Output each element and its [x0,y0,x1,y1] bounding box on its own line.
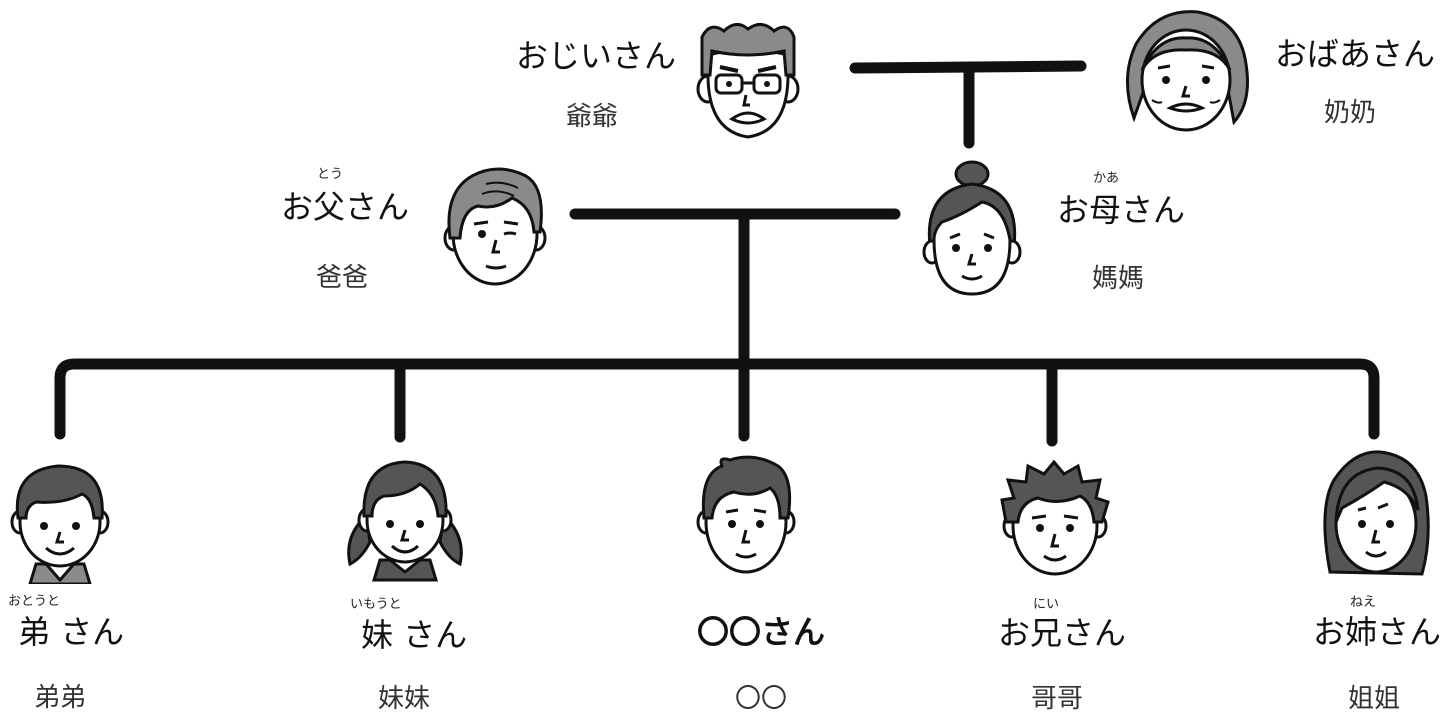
older-brother-ruby: にい [1033,597,1060,612]
older-sister-face-icon [1323,450,1430,576]
mother-chinese: 媽媽 [1092,264,1145,294]
younger-brother-chinese: 弟弟 [34,683,87,713]
mother-face-icon [922,160,1022,296]
younger-sister-name: 妹 さん [361,616,468,654]
older-brother-face-icon [1000,460,1110,576]
mother-name: お母さん [1057,191,1186,229]
father-name: お父さん [281,188,410,226]
grandmother-face-icon [1125,10,1249,132]
grandfather-face-icon [696,23,800,139]
father-face-icon [443,167,547,286]
older-sister-chinese: 姐姐 [1348,684,1401,714]
self-name: 〇〇さん [697,613,826,651]
younger-brother-ruby: おとうと [8,594,61,609]
younger-brother-face-icon [10,464,110,584]
self-face-icon [696,455,796,574]
younger-sister-chinese: 妹妹 [378,684,431,714]
self-chinese: 〇〇 [735,684,788,714]
grandfather-name: おじいさん [516,37,677,75]
grandfather-chinese: 爺爺 [566,102,619,132]
father-ruby: とう [317,167,344,182]
older-brother-chinese: 哥哥 [1031,684,1084,714]
children-connector [54,358,1380,440]
younger-sister-ruby: いもうと [350,597,402,612]
older-sister-name: お姉さん [1313,613,1442,651]
older-sister-ruby: ねえ [1350,595,1377,610]
grandmother-name: おばあさん [1275,35,1436,73]
younger-brother-name: 弟 さん [18,613,125,651]
older-brother-name: お兄さん [998,614,1127,652]
father-chinese: 爸爸 [316,263,369,293]
younger-sister-face-icon [347,460,463,582]
grandmother-chinese: 奶奶 [1324,98,1377,128]
mother-ruby: かあ [1093,171,1120,186]
